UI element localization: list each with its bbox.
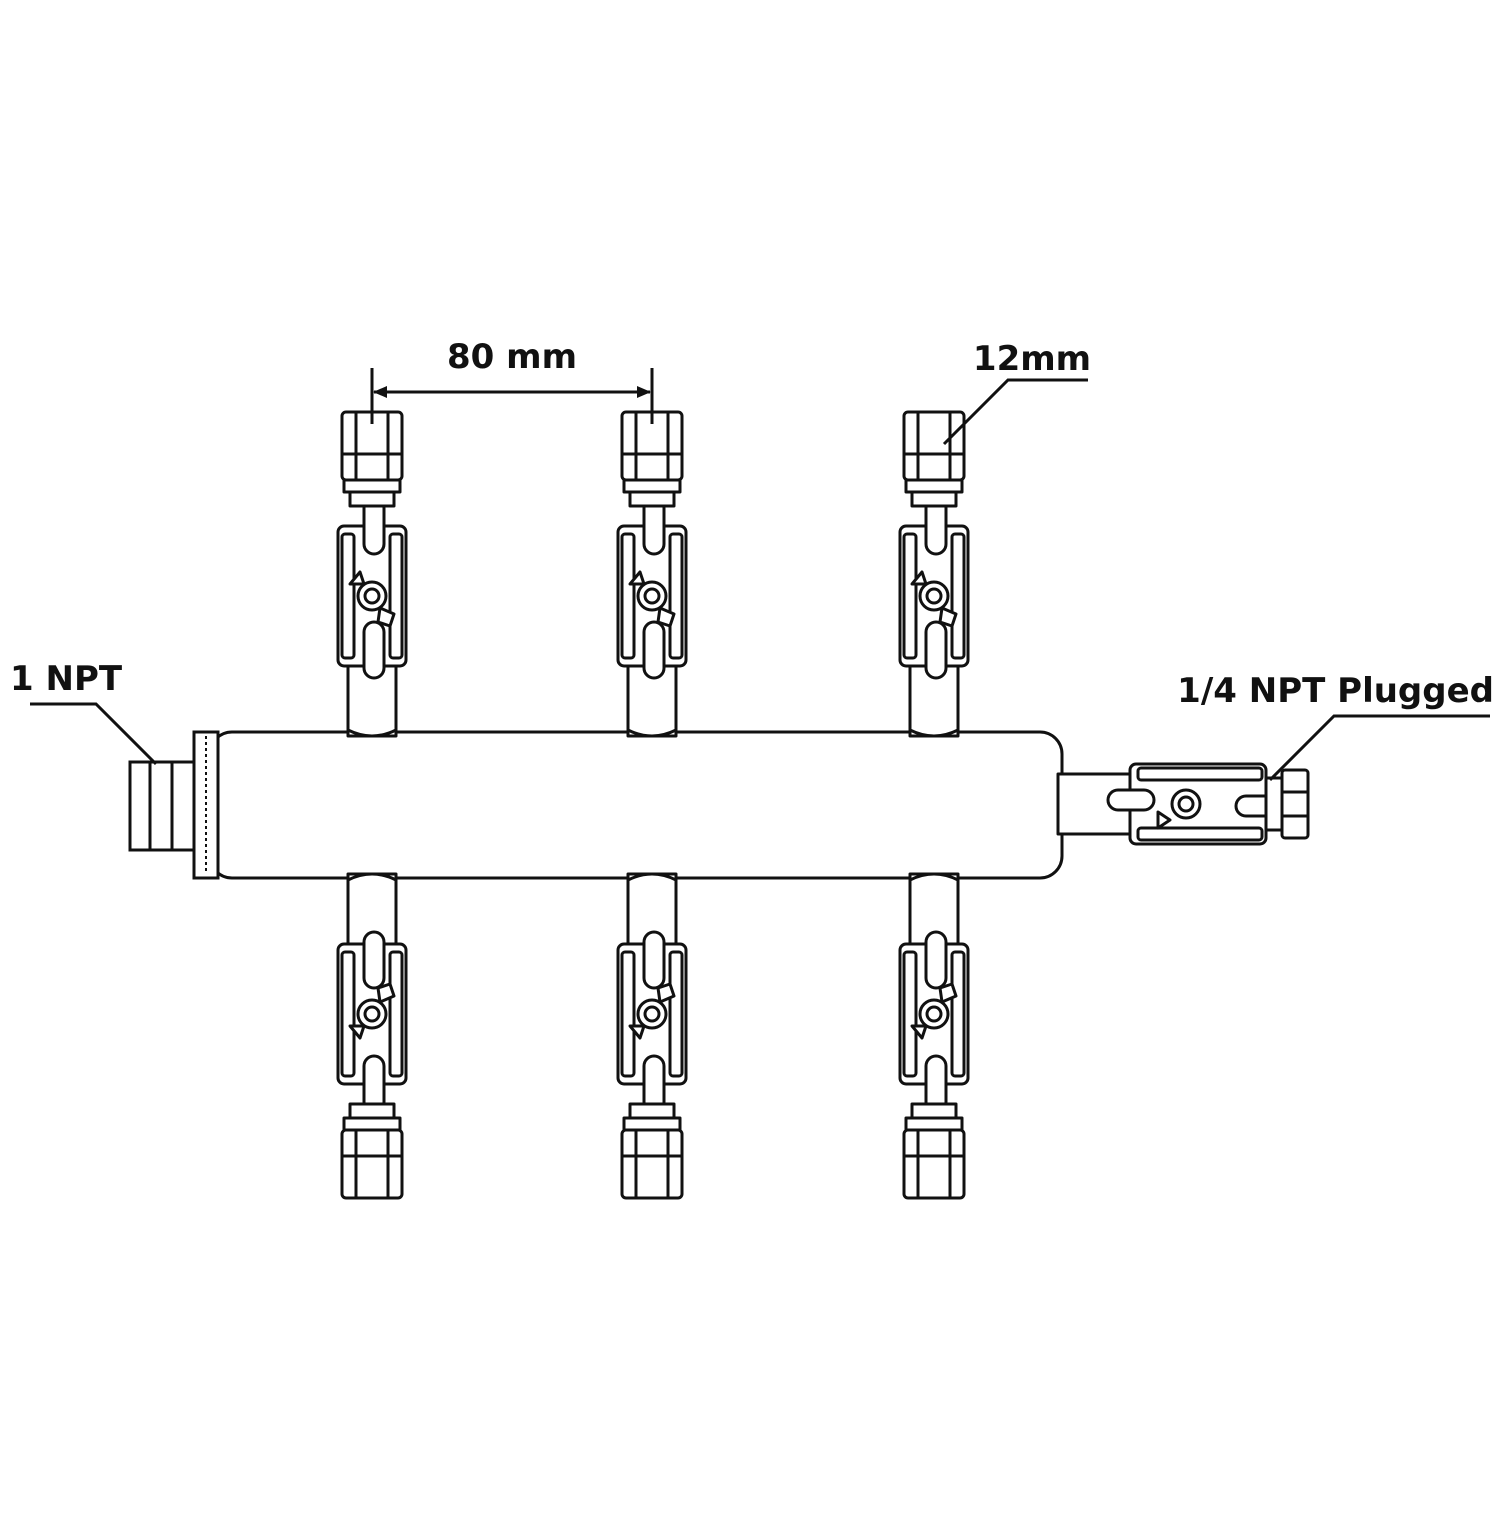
top-valve-1 bbox=[336, 410, 408, 738]
outlet-leader bbox=[1268, 714, 1490, 782]
top-valve-3 bbox=[898, 410, 970, 738]
tube-size-label: 12mm bbox=[973, 339, 1091, 379]
bottom-valve-2 bbox=[616, 872, 688, 1200]
outlet-valve bbox=[1056, 762, 1310, 846]
bottom-valve-1 bbox=[336, 872, 408, 1200]
inlet-fitting bbox=[128, 760, 196, 852]
spacing-label: 80 mm bbox=[447, 337, 577, 377]
top-valves bbox=[336, 410, 970, 738]
tube-size-leader bbox=[942, 378, 1088, 446]
spacing-dimension bbox=[370, 368, 654, 424]
bottom-valves bbox=[336, 872, 970, 1200]
outlet-label: 1/4 NPT Plugged bbox=[1177, 671, 1494, 711]
inlet-label: 1 NPT bbox=[10, 659, 123, 699]
top-valve-2 bbox=[616, 410, 688, 738]
manifold-header bbox=[192, 730, 1064, 880]
bottom-valve-3 bbox=[898, 872, 970, 1200]
inlet-leader bbox=[30, 702, 158, 766]
outlet-plugged-valve bbox=[1056, 762, 1310, 846]
